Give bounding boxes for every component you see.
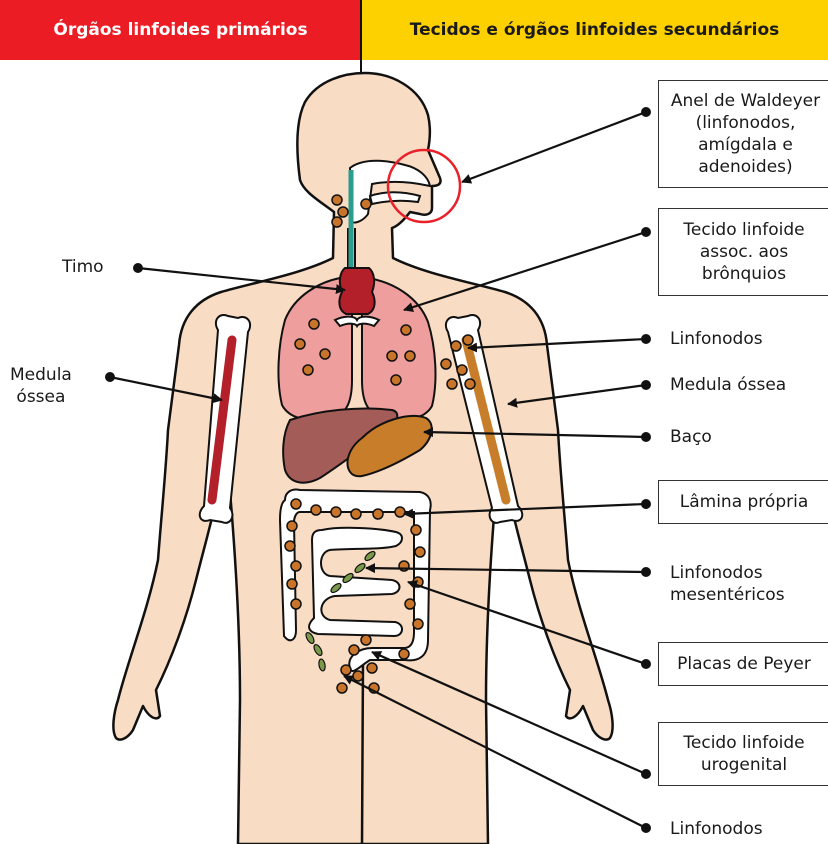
label-linfonodos-bottom: Linfonodos bbox=[670, 818, 763, 840]
label-baco: Baço bbox=[670, 426, 712, 448]
label-linfonodos-arm: Linfonodos bbox=[670, 328, 763, 350]
label-tecido-urogenital: Tecido linfoide urogenital bbox=[658, 722, 828, 786]
leg-divider bbox=[362, 660, 363, 844]
label-anel-waldeyer: Anel de Waldeyer (linfonodos, amígdala e… bbox=[658, 80, 828, 188]
label-placas-peyer: Placas de Peyer bbox=[658, 642, 828, 686]
label-medula-ossea-left: Medula óssea bbox=[10, 364, 72, 408]
label-timo: Timo bbox=[62, 256, 104, 278]
label-medula-ossea-right: Medula óssea bbox=[670, 374, 786, 396]
label-tecido-bronquios: Tecido linfoide assoc. aos brônquios bbox=[658, 208, 828, 296]
label-lamina-propria: Lâmina própria bbox=[658, 480, 828, 524]
label-linfonodos-mesentericos: Linfonodos mesentéricos bbox=[670, 562, 785, 606]
